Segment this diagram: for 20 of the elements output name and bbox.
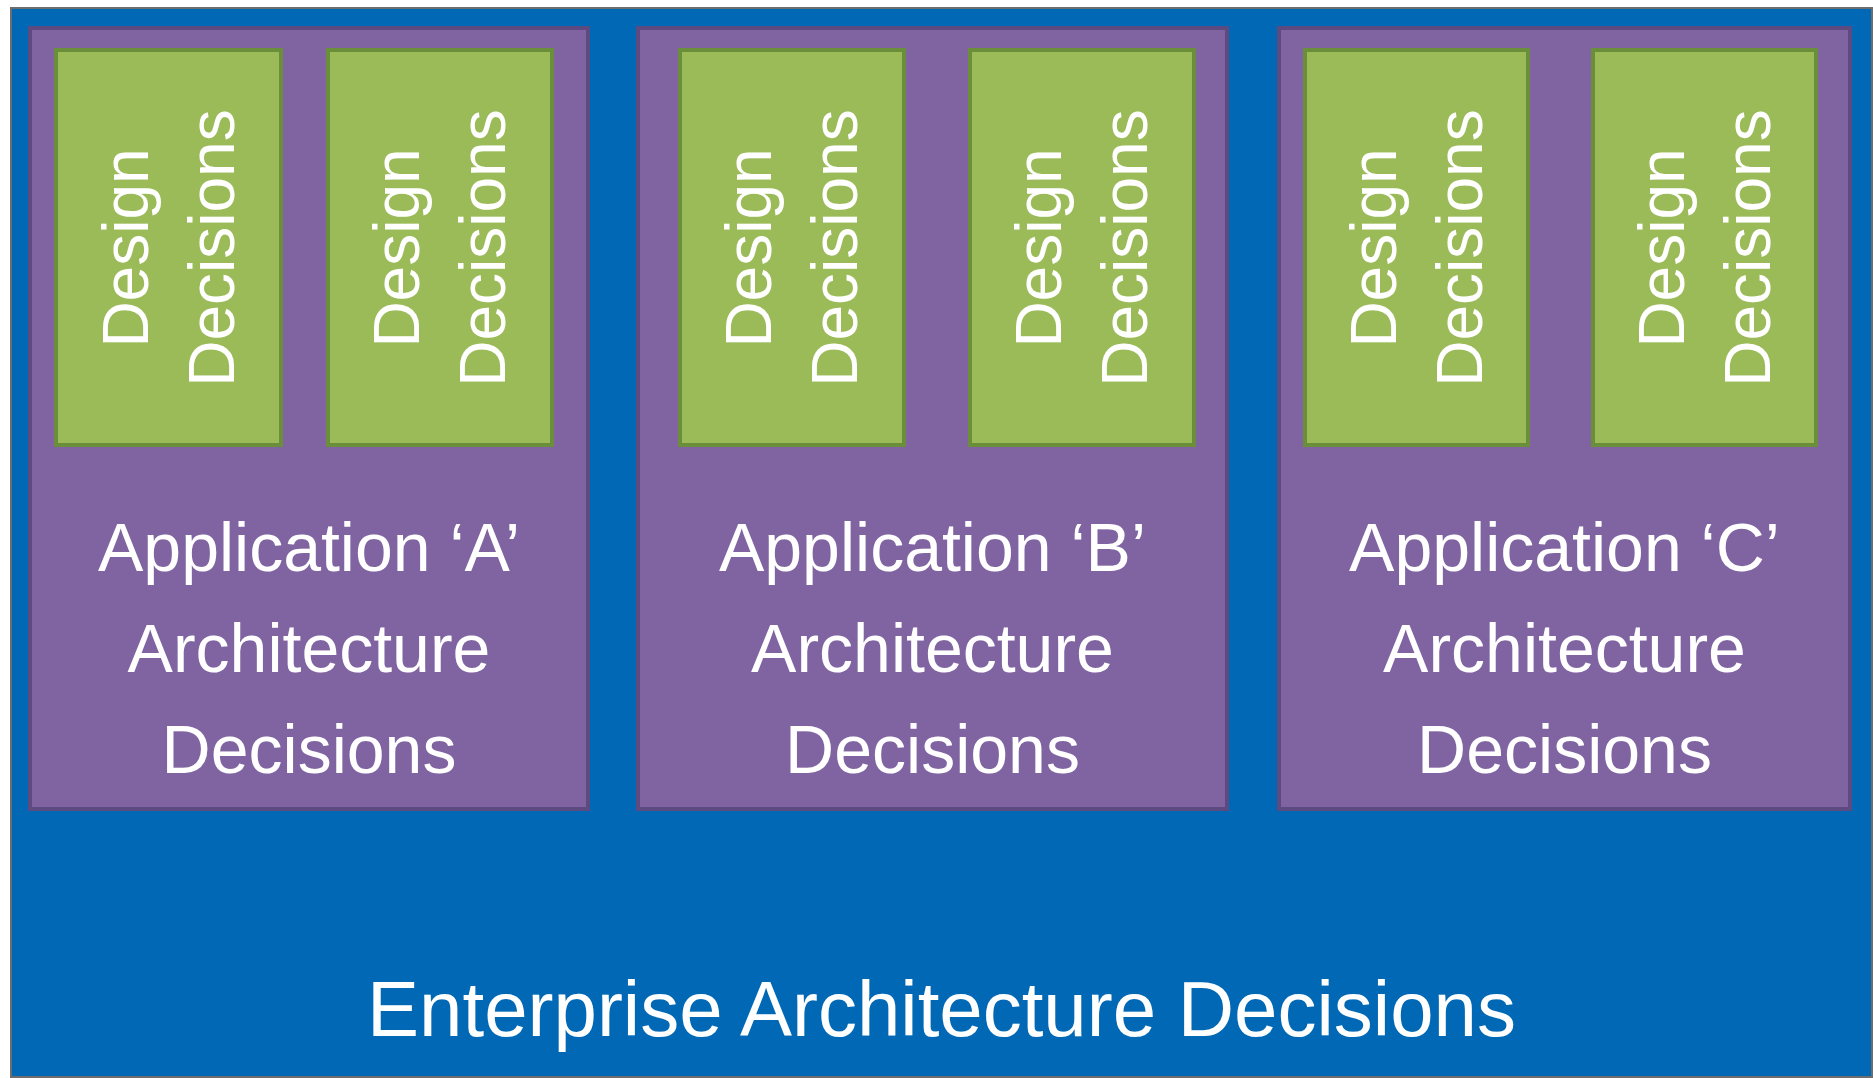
panel-label: Enterprise Architecture Decisions: [366, 964, 1517, 1055]
design-box: [678, 48, 906, 447]
rotated-label: Design Decisions: [712, 107, 872, 389]
rotated-label: Design Decisions: [88, 107, 249, 389]
design-box: [54, 48, 283, 447]
panel-label: Application ‘A’ Architecture Decisions: [96, 508, 522, 789]
design-box: [1591, 48, 1818, 447]
rotated-label: Design Decisions: [360, 107, 520, 389]
panel-label: Application ‘B’ Architecture Decisions: [717, 508, 1148, 789]
design-box: [326, 48, 554, 447]
rotated-label: Design Decisions: [1002, 107, 1162, 389]
rotated-label: Design Decisions: [1624, 107, 1785, 389]
design-box: [968, 48, 1196, 447]
enterprise-panel: [10, 7, 1873, 1078]
application-panel: [1277, 26, 1852, 811]
design-box: [1303, 48, 1530, 447]
application-panel: [28, 26, 590, 811]
rotated-label: Design Decisions: [1336, 107, 1497, 389]
application-panel: [636, 26, 1229, 811]
panel-label: Application ‘C’ Architecture Decisions: [1348, 508, 1781, 789]
